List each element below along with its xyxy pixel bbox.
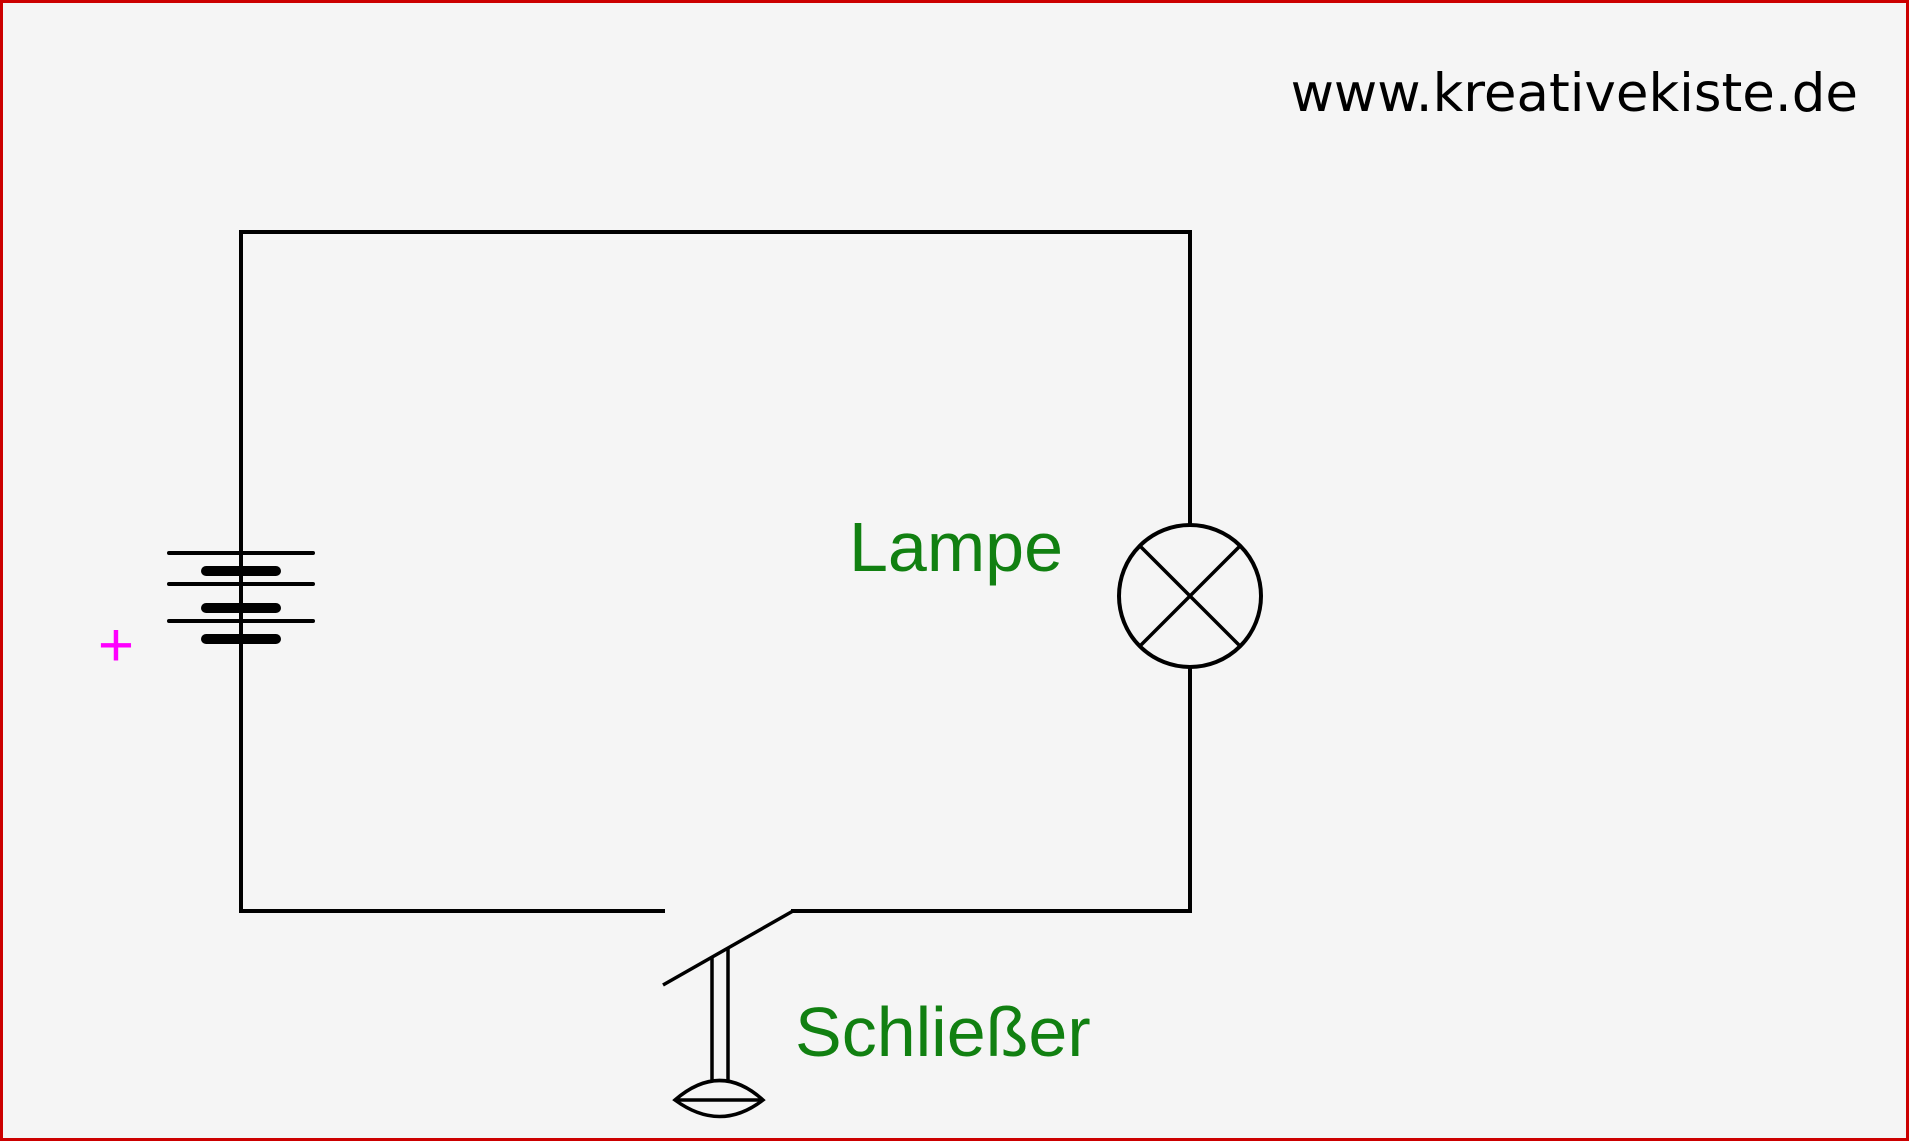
wires	[239, 230, 1192, 913]
circuit-diagram: www.kreativekiste.de + Lampe	[98, 63, 1858, 1119]
lamp-label: Lampe	[849, 508, 1063, 586]
watermark-text: www.kreativekiste.de	[1291, 63, 1858, 124]
switch-label: Schließer	[795, 993, 1091, 1071]
battery-symbol	[167, 551, 315, 645]
battery-plus-sign: +	[98, 611, 134, 680]
wire-left-lower	[239, 641, 665, 913]
wire-right-lower	[791, 666, 1192, 913]
pushbutton-switch-icon	[662, 909, 794, 1119]
lamp-icon	[1117, 523, 1263, 669]
wire-top	[239, 230, 1192, 555]
